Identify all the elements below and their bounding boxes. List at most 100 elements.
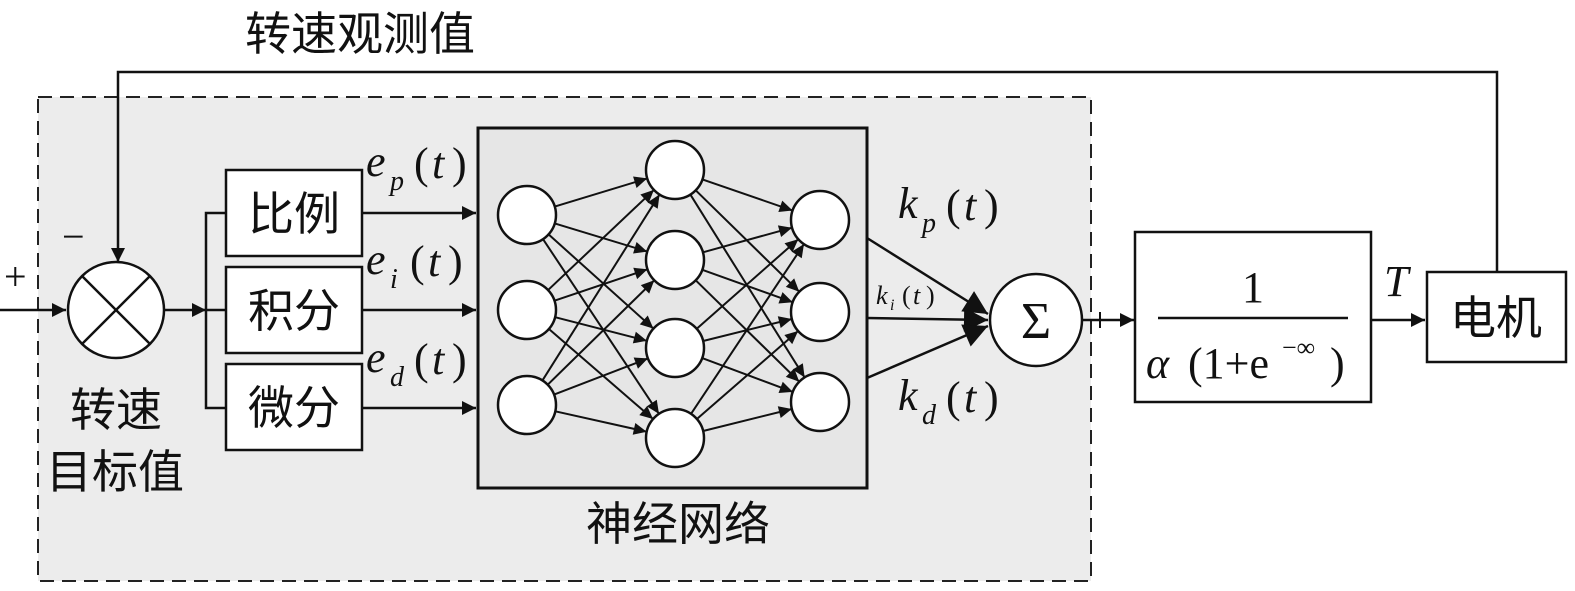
svg-text:(: ( (410, 237, 425, 286)
svg-text:p: p (388, 166, 404, 197)
nn-neuron (789, 189, 851, 251)
minus-sign: − (62, 214, 85, 259)
nn-connection (696, 238, 799, 330)
svg-text:t: t (432, 139, 446, 188)
neural-network-neurons (496, 139, 851, 469)
svg-text:k: k (898, 179, 919, 228)
nn-neuron (789, 371, 851, 433)
svg-text:k: k (898, 371, 919, 420)
nn-connection-arrowhead (777, 316, 792, 328)
nn-connection-arrowhead (777, 406, 792, 418)
nn-connection-arrowhead (633, 267, 648, 280)
nn-connection-arrowhead (632, 423, 647, 435)
nn-connection-arrowhead (778, 381, 793, 393)
kp-line (866, 236, 989, 316)
nn-connection (542, 238, 660, 415)
nn-connection-arrowhead (792, 363, 805, 378)
nn-connection (702, 178, 793, 212)
svg-text:(: ( (902, 281, 911, 310)
motor-label: 电机 (1450, 291, 1542, 345)
nn-connection-arrowhead (784, 239, 799, 253)
nn-neuron (496, 184, 558, 246)
kd-line (866, 324, 989, 380)
svg-text:(1+e: (1+e (1188, 339, 1269, 388)
nn-connection (690, 243, 805, 415)
nn-neuron (644, 407, 706, 469)
svg-text:): ) (984, 181, 999, 230)
ki-signal-label: k i ( t ) (876, 281, 935, 314)
nn-connection (702, 408, 793, 432)
feedback-line (111, 70, 1499, 272)
nn-connection-arrowhead (647, 194, 660, 209)
svg-text:p: p (920, 208, 936, 239)
svg-text:(: ( (946, 181, 961, 230)
neural-network-label: 神经网络 (586, 497, 770, 551)
svg-text:e: e (366, 333, 386, 382)
nn-connection (541, 194, 661, 381)
nn-connection-arrowhead (639, 315, 654, 329)
svg-text:−∞: −∞ (1282, 333, 1315, 362)
nn-connection (702, 226, 793, 254)
svg-text:e: e (366, 137, 386, 186)
nn-connection-arrowhead (785, 278, 800, 292)
kd-signal-label: k d ( t ) (898, 371, 999, 431)
nn-connection (554, 316, 648, 342)
nn-connection (554, 268, 648, 302)
derivative-label: 微分 (248, 381, 340, 435)
nn-connection-arrowhead (785, 368, 800, 382)
svg-text:): ) (452, 139, 467, 188)
svg-text:d: d (390, 362, 405, 393)
svg-text:i: i (390, 264, 398, 295)
ei-signal-label: e i ( t ) (366, 235, 463, 295)
nn-neuron (496, 374, 558, 436)
svg-text:i: i (890, 297, 894, 314)
nn-neuron (644, 229, 706, 291)
nn-connection (547, 189, 655, 291)
svg-text:t: t (964, 181, 978, 230)
integral-block (224, 265, 364, 355)
nn-connection-arrowhead (633, 176, 648, 188)
nn-connection-arrowhead (639, 405, 654, 420)
nn-connection-arrowhead (784, 331, 799, 345)
svg-text:(: ( (946, 373, 961, 422)
nn-connection (553, 357, 649, 396)
torque-label: T (1384, 257, 1412, 306)
nn-connection-arrowhead (640, 280, 655, 294)
integral-label: 积分 (248, 284, 340, 338)
nn-neuron (496, 279, 558, 341)
nn-connection (554, 222, 648, 253)
svg-text:(: ( (414, 335, 429, 384)
speed-target-label-line2: 目标值 (46, 445, 184, 499)
proportional-label: 比例 (248, 187, 340, 241)
ep-signal-label: e p ( t ) (366, 137, 467, 197)
speed-observed-label: 转速观测值 (245, 7, 475, 61)
nn-connection (701, 268, 794, 304)
svg-text:t: t (432, 335, 446, 384)
nn-connection-arrowhead (646, 399, 659, 414)
nn-connection-arrowhead (791, 244, 804, 259)
sum-symbol: Σ (1021, 293, 1051, 350)
nn-connection-arrowhead (633, 357, 648, 369)
nn-connection (554, 177, 648, 208)
svg-text:k: k (876, 281, 888, 310)
nn-neuron (789, 281, 851, 343)
svg-text:): ) (1330, 339, 1345, 388)
nn-connection-arrowhead (632, 331, 647, 344)
nn-connection-arrowhead (778, 200, 793, 212)
svg-text:d: d (922, 400, 937, 431)
svg-text:): ) (448, 237, 463, 286)
ki-line (866, 307, 989, 332)
transfer-denominator: α (1+e −∞ ) (1146, 333, 1345, 388)
nn-connection-arrowhead (633, 242, 648, 254)
svg-text:α: α (1146, 339, 1170, 388)
derivative-block (224, 362, 364, 452)
transfer-numerator: 1 (1242, 263, 1264, 312)
nn-connection-arrowhead (778, 292, 793, 304)
ed-signal-label: e d ( t ) (366, 333, 467, 393)
svg-text:t: t (913, 281, 921, 310)
nn-connection (555, 410, 647, 433)
svg-text:(: ( (414, 139, 429, 188)
nn-connection (696, 330, 799, 420)
nn-connection-arrowhead (777, 225, 793, 237)
